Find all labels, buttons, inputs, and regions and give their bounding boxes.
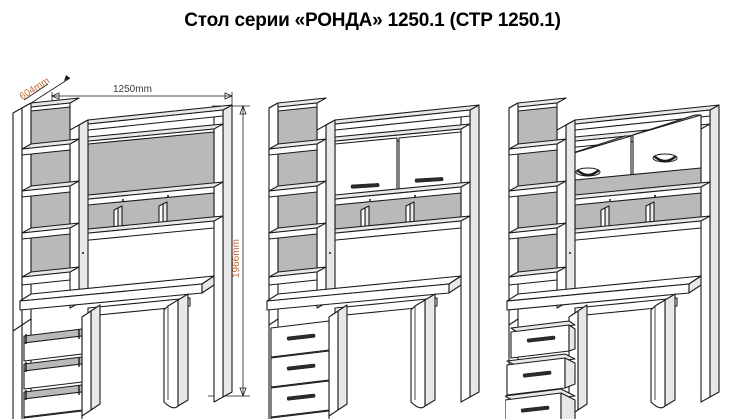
technical-drawing-area: 604mm 1250mm 1966mm (0, 48, 745, 419)
hutch-divider-panel (556, 119, 576, 309)
right-leg-panel (163, 293, 189, 409)
bookcase-unit (508, 97, 567, 327)
right-leg-panel (650, 293, 676, 409)
bookcase-unit (268, 97, 327, 327)
right-upright-panel (460, 104, 480, 403)
dimension-height-label: 1966mm (231, 239, 242, 278)
right-leg-panel (410, 293, 436, 409)
furniture-view-2 (266, 97, 480, 419)
furniture-view-3 (505, 97, 720, 419)
left-pedestal-drawers-open (505, 304, 588, 419)
door-handle-left-icon (575, 167, 601, 177)
desk-top (506, 275, 702, 311)
drawer-open-2[interactable] (506, 353, 576, 396)
left-pedestal-open (12, 304, 101, 419)
door-handle-right-icon (414, 177, 444, 183)
drawer-front-1[interactable] (270, 320, 330, 358)
page-title: Стол серии «РОНДА» 1250.1 (СТР 1250.1) (184, 10, 561, 31)
drawer-front-2[interactable] (270, 350, 330, 388)
door-handle-left-icon (350, 183, 380, 189)
drawer-front-3[interactable] (270, 380, 330, 418)
furniture-view-1: 604mm 1250mm 1966mm (12, 75, 250, 419)
left-pedestal-drawers (268, 304, 348, 419)
drawer-open-1[interactable] (510, 320, 576, 359)
desk-top (266, 275, 462, 311)
hutch-divider-panel (69, 119, 89, 309)
door-handle-right-icon (652, 153, 678, 163)
hutch-door-right-open[interactable] (632, 114, 702, 188)
desk-top (19, 275, 215, 311)
hutch-divider-panel (316, 119, 336, 309)
right-upright-panel (213, 104, 233, 403)
hutch-top-shelf (78, 104, 233, 132)
dimension-depth-label: 604mm (18, 76, 52, 103)
drawer-open-3[interactable] (505, 388, 576, 419)
hutch-top-shelf (325, 104, 480, 132)
right-upright-panel (700, 104, 720, 403)
dimension-width-label: 1250mm (113, 84, 152, 95)
